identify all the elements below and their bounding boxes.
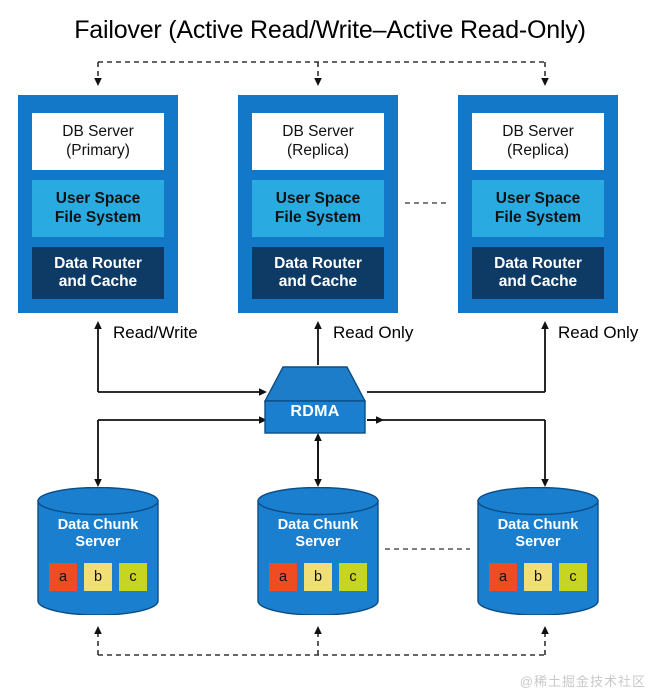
data-router-and-cache-replica-2: Data Router and Cache — [472, 247, 604, 299]
chunk-server-label-line2: Server — [295, 534, 341, 551]
router-label-line2: and Cache — [498, 273, 578, 290]
user-space-file-system-replica-1: User Space File System — [252, 180, 384, 237]
data-chunk-b[interactable]: b — [304, 563, 332, 591]
data-chunk-b[interactable]: b — [524, 563, 552, 591]
fs-label-line2: File System — [54, 208, 142, 226]
rdma-network-node[interactable]: RDMA — [263, 365, 367, 435]
user-space-file-system-primary: User Space File System — [32, 180, 164, 237]
rdma-shape-icon — [263, 366, 367, 434]
fs-label-line2: File System — [274, 208, 362, 226]
db-server-role: (Replica) — [506, 141, 569, 159]
db-server-stack-replica-2[interactable]: DB Server (Replica) User Space File Syst… — [458, 95, 618, 313]
chunk-server-label-line1: Data Chunk — [57, 517, 139, 533]
db-server-title: DB Server — [282, 123, 354, 141]
router-label-line1: Data Router — [494, 254, 582, 272]
chunk-server-label-line2: Server — [75, 534, 121, 551]
data-chunk-a[interactable]: a — [49, 563, 77, 591]
data-chunk-group: a b c — [489, 563, 587, 591]
router-label-line2: and Cache — [58, 273, 138, 290]
chunk-server-label-line2: Server — [515, 534, 561, 551]
fs-label-line1: User Space — [495, 190, 581, 208]
access-label-read-write: Read/Write — [113, 323, 198, 342]
page-title: Failover (Active Read/Write–Active Read-… — [74, 16, 586, 44]
chunk-server-label: Data Chunk Server — [37, 517, 159, 552]
chunk-server-label: Data Chunk Server — [257, 517, 379, 552]
data-chunk-group: a b c — [269, 563, 367, 591]
data-chunk-c[interactable]: c — [119, 563, 147, 591]
router-label-line1: Data Router — [54, 254, 142, 272]
chunk-server-label-line1: Data Chunk — [277, 517, 359, 533]
data-chunk-group: a b c — [49, 563, 147, 591]
db-server-header-primary: DB Server (Primary) — [32, 113, 164, 170]
data-router-and-cache-primary: Data Router and Cache — [32, 247, 164, 299]
data-chunk-c[interactable]: c — [339, 563, 367, 591]
data-chunk-a[interactable]: a — [489, 563, 517, 591]
chunk-server-2[interactable]: Data Chunk Server a b c — [257, 487, 379, 615]
chunk-server-1[interactable]: Data Chunk Server a b c — [37, 487, 159, 615]
chunk-server-3[interactable]: Data Chunk Server a b c — [477, 487, 599, 615]
db-server-role: (Replica) — [286, 141, 349, 159]
chunk-server-label-line1: Data Chunk — [497, 517, 579, 533]
db-server-role: (Primary) — [66, 141, 130, 159]
db-server-header-replica-1: DB Server (Replica) — [252, 113, 384, 170]
watermark: @稀土掘金技术社区 — [519, 674, 646, 689]
data-chunk-c[interactable]: c — [559, 563, 587, 591]
db-server-title: DB Server — [62, 123, 134, 141]
chunk-server-label: Data Chunk Server — [477, 517, 599, 552]
fs-label-line2: File System — [494, 208, 582, 226]
data-chunk-a[interactable]: a — [269, 563, 297, 591]
db-server-header-replica-2: DB Server (Replica) — [472, 113, 604, 170]
rdma-label: RDMA — [290, 403, 340, 420]
user-space-file-system-replica-2: User Space File System — [472, 180, 604, 237]
failover-dashed-bus — [94, 61, 549, 86]
data-router-and-cache-replica-1: Data Router and Cache — [252, 247, 384, 299]
fs-label-line1: User Space — [275, 190, 361, 208]
access-label-read-only-1: Read Only — [333, 323, 414, 342]
router-label-line2: and Cache — [278, 273, 358, 290]
fs-label-line1: User Space — [55, 190, 141, 208]
data-chunk-b[interactable]: b — [84, 563, 112, 591]
db-server-stack-primary[interactable]: DB Server (Primary) User Space File Syst… — [18, 95, 178, 313]
db-server-stack-replica-1[interactable]: DB Server (Replica) User Space File Syst… — [238, 95, 398, 313]
chunk-recovery-dashed-bus — [94, 626, 549, 656]
router-label-line1: Data Router — [274, 254, 362, 272]
access-label-read-only-2: Read Only — [558, 323, 639, 342]
db-server-title: DB Server — [502, 123, 574, 141]
